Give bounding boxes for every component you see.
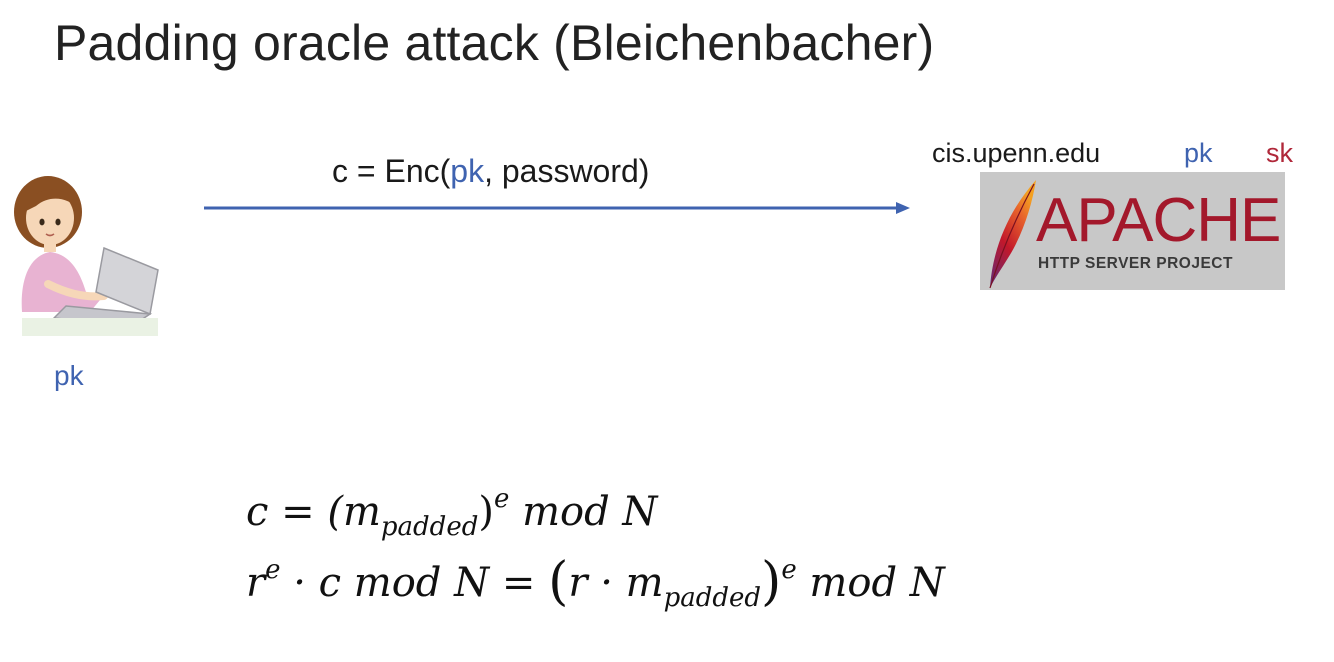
apache-logo-word: APACHE <box>1036 190 1280 252</box>
equation-line-1: c = (mpadded)e mod N <box>246 484 657 542</box>
eq2-open-paren: ( <box>548 552 568 612</box>
eq1-close-paren: ) <box>478 489 494 535</box>
ciphertext-prefix: c = Enc( <box>332 153 450 189</box>
user-with-laptop-icon <box>8 172 168 337</box>
server-pk: pk <box>1184 138 1213 169</box>
eq2-mid: · c mod N = <box>281 560 549 606</box>
eq2-exponent-1: e <box>265 555 280 585</box>
eq2-subscript: padded <box>664 583 761 613</box>
client-pk: pk <box>54 360 84 392</box>
eq1-subscript: padded <box>381 512 478 542</box>
eq1-lhs: c = (m <box>246 489 381 535</box>
eq1-exponent: e <box>494 484 509 514</box>
eq2-inner: r · m <box>568 560 663 606</box>
apache-logo: APACHE HTTP SERVER PROJECT <box>980 172 1285 290</box>
eq2-close-paren: ) <box>761 552 781 612</box>
message-arrow <box>200 196 915 220</box>
ciphertext-label: c = Enc(pk, password) <box>332 153 649 190</box>
eq2-rhs: mod N <box>797 560 945 606</box>
apache-feather-icon <box>982 176 1042 290</box>
slide-title: Padding oracle attack (Bleichenbacher) <box>54 14 934 72</box>
ciphertext-pk: pk <box>450 153 484 189</box>
equation-line-2: re · c mod N = (r · mpadded)e mod N <box>246 552 945 613</box>
eq2-r: r <box>246 560 265 606</box>
eq1-rhs: mod N <box>509 489 657 535</box>
apache-logo-subtitle: HTTP SERVER PROJECT <box>1038 255 1233 273</box>
server-host: cis.upenn.edu <box>932 138 1100 169</box>
server-sk: sk <box>1266 138 1293 169</box>
ciphertext-rest: , password) <box>484 153 649 189</box>
eq2-exponent-2: e <box>781 555 796 585</box>
